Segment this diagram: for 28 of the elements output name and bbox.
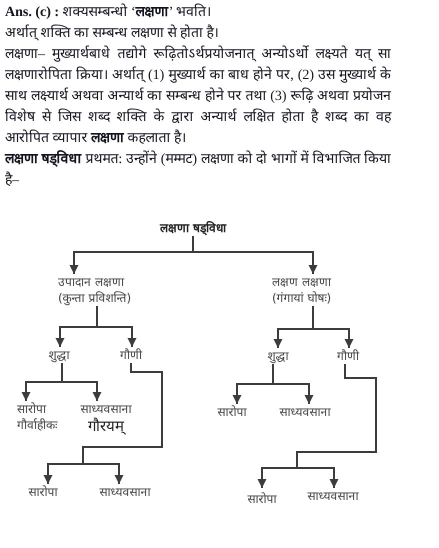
leaf-label: साध्यवसाना (80, 401, 132, 417)
leaf-label: सारोपा (218, 404, 246, 420)
leaf-label: सारोपा (17, 401, 48, 417)
text-line: अर्थात् शक्ति का सम्बन्ध लक्षणा से होता है। (5, 24, 220, 43)
branch-label: शुद्धा (268, 348, 288, 364)
branch-label: गौणी (337, 348, 359, 364)
paragraph: लक्षणा– मुख्यार्थबाधे तद्योगे रूढ़ितोऽर्थप्रयोजनात् अन्योऽर्थो लक्ष्यते यत् सा लक्षणारोपिता क्रिया। अर्थात् (1) मुख्यार्थ का बाध होने पर, (2) उस मुख्यार्थ के साथ लक्ष्यार्थ अथवा अन्यार्थ का सम्बन्ध होने पर तथा (3) रूढ़ि अथवा प्रयोजन विशेष से जिस शब्द शक्ति के द्वारा अन्यार्थ लक्षित होता है शब्द का वह आरोपित व्यापार लक्षणा कहलाता है। (5, 44, 391, 148)
connector-arrow (96, 306, 136, 347)
leaf-label: सारोपा (248, 488, 276, 510)
connector-arrow (272, 364, 314, 404)
leaf-label: साध्यवसाना (100, 484, 150, 500)
leaf-label: साध्यवसाना (280, 404, 330, 420)
connector-arrow (296, 364, 377, 488)
branch-label: लक्षण लक्षणा (272, 274, 332, 290)
branch-label: गौणी (120, 347, 142, 363)
example-label: (गंगायां घोषः) (272, 290, 332, 306)
connector-arrow (312, 306, 354, 348)
branch-label: उपादान लक्षणा (58, 274, 126, 290)
paragraph: लक्षणा षड्विधा प्रथमत: उन्होंने (मम्मट) लक्षणा को दो भागों में विभाजित किया है– (5, 149, 391, 190)
leaf-label: साध्यवसाना (308, 488, 358, 504)
example-label: गौर्वाहीकः (17, 417, 57, 433)
example-label: (कुन्ता प्रविशन्ति) (58, 290, 132, 306)
leaf-label: सारोपा (28, 484, 58, 500)
connector-arrow (82, 363, 163, 484)
answer-line: Ans. (c) : शक्यसम्बन्धो ‘लक्षणा’ भवति। (5, 2, 212, 22)
branch-label: शुद्धा (48, 347, 70, 363)
tree-root-label: लक्षणा षड्विधा (160, 220, 226, 236)
example-label: गौरयम् (87, 417, 127, 435)
